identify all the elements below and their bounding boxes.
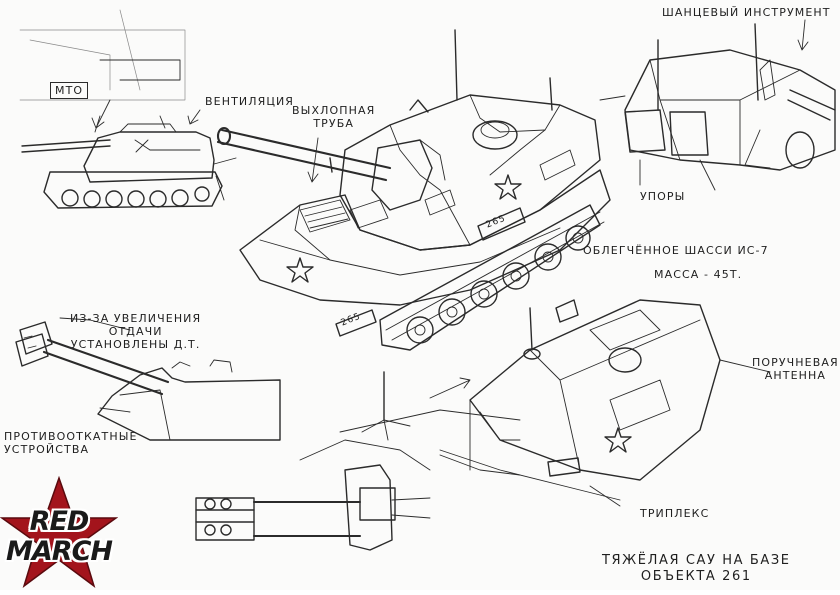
label-mto: МТО xyxy=(50,82,89,99)
rear-view-sketch xyxy=(599,19,836,191)
label-supports: упоры xyxy=(640,190,686,203)
ventilation-arrow xyxy=(187,109,201,125)
label-ventilation: вентиляция xyxy=(205,95,295,108)
logo-star-icon xyxy=(0,475,119,588)
drawing-caption: тяжёлая САУ на базе объекта 261 xyxy=(602,553,791,584)
rear-top-view-sketch xyxy=(429,299,771,507)
label-chassis: облегчённое шасси ИС-7 xyxy=(583,244,769,257)
label-exhaust-pipe: выхлопная труба xyxy=(292,104,376,130)
label-recoil-note: из-за увеличения отдачи установлены Д.Т. xyxy=(70,312,202,351)
label-triplex: триплекс xyxy=(640,507,710,520)
red-march-logo: RED MARCH xyxy=(0,475,119,590)
label-entrenching-tool: шанцевый инструмент xyxy=(662,6,831,19)
label-recoil-devices: противооткатные устройства xyxy=(4,430,138,456)
barrel-closeup-sketch xyxy=(15,317,281,441)
label-mass: масса - 45т. xyxy=(654,268,743,281)
label-handrail-antenna: поручневая антенна xyxy=(752,356,839,382)
muzzle-brake-sketch xyxy=(195,439,431,551)
side-view-spg-sketch xyxy=(19,9,237,209)
mto-arrow xyxy=(91,99,111,129)
logo-word-march: MARCH xyxy=(6,536,113,567)
logo-word-red: RED xyxy=(29,506,90,537)
mount-sketch xyxy=(339,371,521,471)
main-spg-sketch xyxy=(216,29,611,351)
